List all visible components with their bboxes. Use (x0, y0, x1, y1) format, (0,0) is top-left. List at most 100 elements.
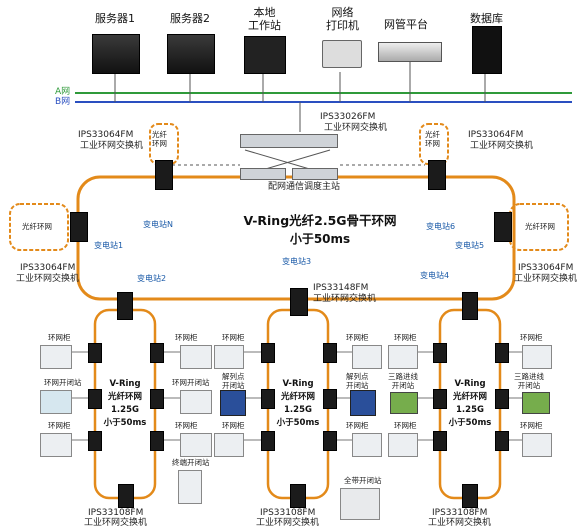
r3-cab-r3: 环网柜 (520, 421, 543, 430)
cabinet-icon (40, 390, 72, 414)
cabinet-icon (180, 345, 212, 369)
sw-r3-l2 (433, 389, 447, 409)
top-left-switch-model: IPS33064FM (78, 130, 134, 140)
right-ring-label: 光纤环网 (525, 222, 555, 231)
r3-cab-r1: 环网柜 (520, 333, 543, 342)
mgmt-label: 网管平台 (384, 18, 428, 31)
top-right-switch-model: IPS33064FM (468, 130, 524, 140)
workstation-icon (244, 36, 286, 74)
left-switch-icon (70, 212, 88, 242)
core-model: IPS33026FM (320, 112, 376, 122)
core-desc: 工业环网交换机 (324, 123, 388, 133)
backbone-subtitle: 小于50ms (289, 232, 351, 246)
left-switch-model: IPS33064FM (20, 263, 76, 273)
cabinet-icon (40, 345, 72, 369)
r3-cab-l2: 三路进线 开闭站 (388, 372, 418, 390)
cabinet-icon (214, 345, 244, 369)
sw-r1-l2 (88, 389, 102, 409)
substation-n: 变电站N (143, 220, 173, 229)
bottom-switch-2-icon (290, 484, 306, 508)
mid-switch-icon (290, 288, 308, 316)
database-label: 数据库 (470, 12, 503, 25)
mid-switch-model: IPS33148FM (313, 283, 369, 293)
sw-r3-r2 (495, 389, 509, 409)
cabinet-icon (220, 390, 246, 416)
server1-label: 服务器1 (95, 12, 135, 25)
sw-r1-l3 (88, 431, 102, 451)
backbone-title: V-Ring光纤2.5G骨干环网 (243, 213, 397, 228)
substation-4: 变电站4 (420, 271, 450, 280)
mid-switch-desc: 工业环网交换机 (313, 294, 377, 304)
top-right-switch-icon (428, 160, 446, 190)
substation-3: 变电站3 (282, 257, 312, 266)
database-icon (472, 26, 502, 74)
sw-r2-r3 (323, 431, 337, 451)
r1-cab-l2: 环网开闭站 (44, 378, 82, 387)
r2-cab-l1: 环网柜 (222, 333, 245, 342)
printer-label: 网络 打印机 (326, 6, 359, 32)
mgmt-platform-icon (378, 42, 442, 62)
top-droplines (114, 62, 486, 102)
cabinet-icon (178, 470, 202, 504)
cabinet-icon (522, 433, 552, 457)
left-switch-desc: 工业环网交换机 (16, 274, 80, 284)
r2-cab-full: 全带开闭站 (344, 476, 382, 485)
sw-r2-l1 (261, 343, 275, 363)
sub-ring-1-top-switch (117, 292, 133, 320)
cabinet-icon (522, 345, 552, 369)
substation-1: 变电站1 (94, 241, 124, 250)
sw-r1-r2 (150, 389, 164, 409)
server2-label: 服务器2 (170, 12, 210, 25)
cabinet-icon (214, 433, 244, 457)
r2-cab-r1: 环网柜 (346, 333, 369, 342)
core-switch-1 (240, 134, 338, 148)
server1-icon (92, 34, 140, 74)
cabinet-icon (180, 433, 212, 457)
r3-cab-l1: 环网柜 (394, 333, 417, 342)
right-switch-desc: 工业环网交换机 (514, 274, 578, 284)
sw-r2-l2 (261, 389, 275, 409)
r2-cab-l3: 环网柜 (222, 421, 245, 430)
substation-2: 变电站2 (137, 274, 167, 283)
cabinet-icon (340, 488, 380, 520)
bottom-switch-3-desc: 工业环网交换机 (428, 518, 492, 528)
printer-icon (322, 40, 362, 68)
cabinet-icon (40, 433, 72, 457)
r1-cab-r2: 环网开闭站 (172, 378, 210, 387)
top-right-switch-desc: 工业环网交换机 (470, 141, 534, 151)
top-left-switch-icon (155, 160, 173, 190)
cabinet-icon (352, 345, 382, 369)
top-right-ring-label: 光纤 环网 (425, 130, 440, 148)
cabinet-icon (388, 345, 418, 369)
a-net-label: A网 (55, 87, 71, 97)
left-ring (9, 203, 69, 251)
bottom-switch-3-model: IPS33108FM (432, 508, 488, 518)
core-center-label: 配网通信调度主站 (268, 182, 341, 192)
sw-r3-r3 (495, 431, 509, 451)
substation-5: 变电站5 (455, 241, 485, 250)
server2-icon (167, 34, 215, 74)
top-left-ring-label: 光纤 环网 (152, 130, 167, 148)
r1-cab-l3: 环网柜 (48, 421, 71, 430)
sw-r2-r2 (323, 389, 337, 409)
r1-cab-terminal: 终端开闭站 (172, 458, 210, 467)
r2-cab-r3: 环网柜 (346, 421, 369, 430)
r1-cab-l1: 环网柜 (48, 333, 71, 342)
r2-cab-l2: 解列点 开闭站 (222, 372, 245, 390)
sw-r3-l3 (433, 431, 447, 451)
right-switch-icon (494, 212, 512, 242)
sw-r3-l1 (433, 343, 447, 363)
r2-cab-r2: 解列点 开闭站 (346, 372, 369, 390)
core-switch-2 (240, 168, 286, 180)
b-net-label: B网 (55, 97, 71, 107)
right-ring (509, 203, 569, 251)
sw-r1-l1 (88, 343, 102, 363)
sw-r3-r1 (495, 343, 509, 363)
bottom-switch-3-icon (462, 484, 478, 508)
r1-cab-r1: 环网柜 (175, 333, 198, 342)
cabinet-icon (352, 433, 382, 457)
sw-r2-l3 (261, 431, 275, 451)
left-ring-label: 光纤环网 (22, 222, 52, 231)
